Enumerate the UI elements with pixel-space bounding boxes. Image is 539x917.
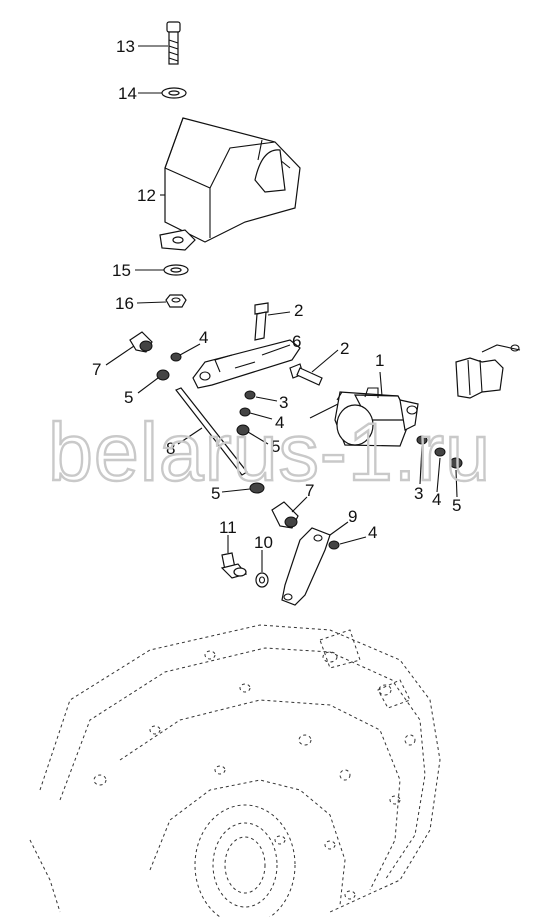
nut-5-b (236, 424, 250, 436)
callout-3-b: 3 (414, 484, 423, 503)
nut-5-c (249, 482, 265, 494)
callout-2-right: 2 (340, 339, 349, 358)
callout-10: 10 (254, 533, 273, 552)
callout-4-b: 4 (275, 413, 284, 432)
washer-4-d (328, 540, 340, 550)
callout-12: 12 (137, 186, 156, 205)
nut-3-a (244, 390, 256, 400)
callout-7-lower: 7 (305, 481, 314, 500)
assembly-thumbnail (455, 344, 521, 399)
callout-4-d: 4 (368, 523, 377, 542)
bolt-11 (220, 552, 248, 579)
callout-3-a: 3 (279, 393, 288, 412)
washer-4-c (434, 447, 446, 457)
callout-6: 6 (292, 332, 301, 351)
leader-lines (105, 45, 458, 572)
lever-9 (281, 527, 331, 606)
callout-11: 11 (219, 518, 237, 537)
callout-14: 14 (118, 84, 137, 103)
nut-16 (165, 294, 187, 308)
callout-4-a: 4 (199, 328, 208, 347)
callout-labels: 13 14 12 15 16 2 4 6 2 1 7 5 3 4 8 5 5 7… (92, 37, 461, 552)
sensor-1 (309, 387, 419, 447)
callout-1: 1 (375, 351, 384, 370)
callout-5-d: 5 (452, 496, 461, 515)
gearbox-housing-outline (29, 624, 441, 917)
callout-5-a: 5 (124, 388, 133, 407)
spacer-10 (255, 572, 269, 588)
bolt-2-upper (254, 302, 269, 341)
washer-15 (163, 264, 189, 276)
bolt-13 (166, 21, 181, 65)
nut-5-a (156, 369, 170, 381)
cover-12 (159, 117, 301, 251)
bracket-6 (192, 339, 301, 389)
bolt-2-right (289, 363, 323, 386)
washer-4-a (170, 352, 182, 362)
washer-4-b (239, 407, 251, 417)
callout-8: 8 (166, 439, 175, 458)
callout-16: 16 (115, 294, 134, 313)
callout-15: 15 (112, 261, 131, 280)
clip-7-lower (271, 501, 299, 529)
clip-7-upper (129, 331, 153, 353)
nut-3-b (416, 435, 428, 445)
callout-7-upper: 7 (92, 360, 101, 379)
washer-14 (161, 87, 187, 99)
nut-5-d (449, 457, 463, 469)
rod-8 (175, 387, 248, 476)
callout-5-b: 5 (271, 437, 280, 456)
callout-13: 13 (116, 37, 135, 56)
callout-4-c: 4 (432, 490, 441, 509)
callout-2-upper: 2 (294, 301, 303, 320)
callout-5-c: 5 (211, 484, 220, 503)
watermark-text: belarus-1.ru (48, 407, 491, 498)
callout-9: 9 (348, 507, 357, 526)
